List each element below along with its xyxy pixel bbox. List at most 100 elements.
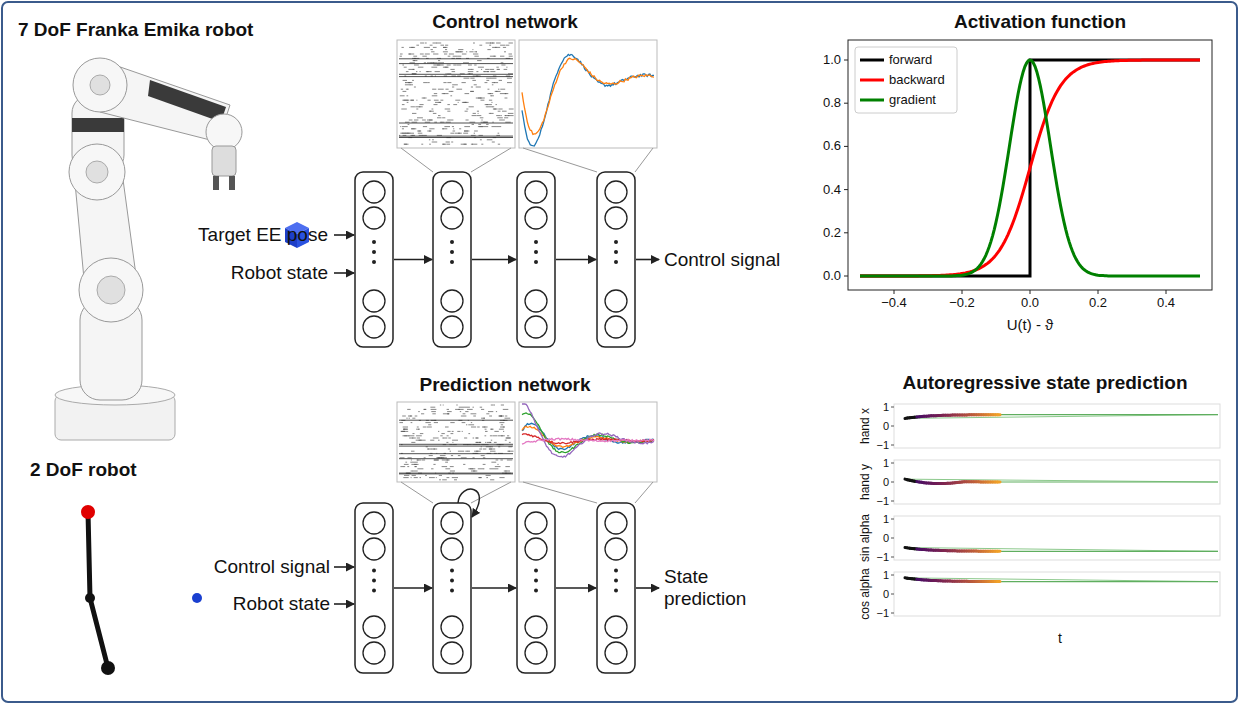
ellipsis-dot	[534, 250, 538, 254]
neuron	[441, 538, 463, 560]
ellipsis-dot	[450, 579, 454, 583]
zoom-line	[523, 148, 597, 172]
layer-box	[597, 172, 635, 347]
robot-wrist	[206, 114, 242, 150]
ellipsis-dot	[372, 569, 376, 573]
tick-label: 0	[883, 532, 889, 545]
trace-line	[522, 438, 654, 444]
ellipsis-dot	[450, 260, 454, 264]
tick-label: 0.2	[1089, 296, 1107, 311]
ellipsis-dot	[614, 250, 618, 254]
zoom-line	[523, 482, 597, 503]
robot-base	[101, 661, 115, 675]
ellipsis-dot	[614, 589, 618, 593]
zoom-line	[401, 148, 433, 172]
robot-hand	[212, 146, 236, 176]
layer-box	[355, 503, 393, 673]
neuron	[441, 316, 463, 338]
neuron	[441, 616, 463, 638]
raster-frame	[397, 40, 515, 148]
target-dot	[192, 593, 202, 603]
subplot-frame	[894, 516, 1220, 560]
layer-box	[433, 172, 471, 347]
target-line	[1000, 414, 1218, 415]
neuron	[363, 316, 385, 338]
neuron	[441, 207, 463, 229]
tick-label: 1	[883, 457, 889, 470]
tick-mark	[891, 613, 894, 614]
spike-raster	[399, 405, 513, 480]
tick-label: 0.4	[823, 182, 841, 197]
prediction-trace	[998, 580, 1000, 583]
input-arrow	[334, 603, 354, 605]
neuron	[363, 538, 385, 560]
legend-line	[860, 59, 884, 62]
target-line	[1000, 551, 1218, 552]
tick-mark	[844, 146, 848, 147]
tick-mark	[844, 189, 848, 190]
layer-box	[433, 503, 471, 673]
tick-label: −1	[876, 551, 889, 564]
tick-label: −1	[876, 439, 889, 452]
neuron	[525, 538, 547, 560]
tick-label: −0.4	[881, 296, 907, 311]
layer-box	[355, 172, 393, 347]
tick-label: 1.0	[823, 53, 841, 68]
ellipsis-dot	[614, 260, 618, 264]
tick-mark	[894, 290, 895, 294]
output-arrow	[636, 587, 659, 589]
tick-mark	[891, 594, 894, 595]
neuron	[441, 181, 463, 203]
input-label: Robot state	[233, 593, 330, 615]
neuron	[525, 616, 547, 638]
input-arrow	[334, 272, 354, 274]
legend-line	[860, 79, 884, 82]
tick-label: 0	[883, 588, 889, 601]
prediction-trace	[998, 480, 1000, 483]
robot-joint-cap	[97, 276, 125, 304]
layer-box	[517, 503, 555, 673]
tick-mark	[891, 557, 894, 558]
end-effector	[81, 505, 95, 519]
gradient-curve	[860, 60, 1200, 276]
neuron	[525, 290, 547, 312]
legend-box	[855, 47, 957, 113]
neuron	[525, 207, 547, 229]
subplot-frame	[894, 572, 1220, 616]
tick-mark	[1098, 290, 1099, 294]
neuron	[441, 642, 463, 664]
axis-label: sin alpha	[859, 514, 873, 562]
zoom-line	[635, 148, 653, 172]
layer-arrow	[394, 587, 432, 589]
neuron	[605, 316, 627, 338]
tick-mark	[891, 538, 894, 539]
input-arrow	[334, 234, 354, 236]
tick-label: 1	[883, 401, 889, 414]
layer-arrow	[556, 587, 596, 589]
tick-mark	[891, 407, 894, 408]
target-line	[905, 548, 1218, 552]
target-line	[905, 415, 1218, 419]
tick-mark	[891, 501, 894, 502]
tick-mark	[891, 519, 894, 520]
layer-box	[517, 172, 555, 347]
plot-frame	[519, 402, 657, 482]
robot-joint	[79, 258, 143, 322]
neuron	[525, 181, 547, 203]
neuron	[525, 316, 547, 338]
trace-line	[522, 413, 654, 453]
neuron	[525, 642, 547, 664]
legend-line	[860, 99, 884, 102]
axis-label: hand x	[859, 408, 873, 444]
target-line	[1000, 481, 1218, 482]
tick-mark	[891, 463, 894, 464]
input-arrow	[334, 566, 354, 568]
tick-label: 1	[883, 569, 889, 582]
panel-title: 7 DoF Franka Emika robot	[18, 19, 253, 41]
robot-link	[88, 512, 90, 598]
output-label: State prediction	[664, 566, 768, 610]
tick-mark	[891, 575, 894, 576]
neuron	[363, 207, 385, 229]
